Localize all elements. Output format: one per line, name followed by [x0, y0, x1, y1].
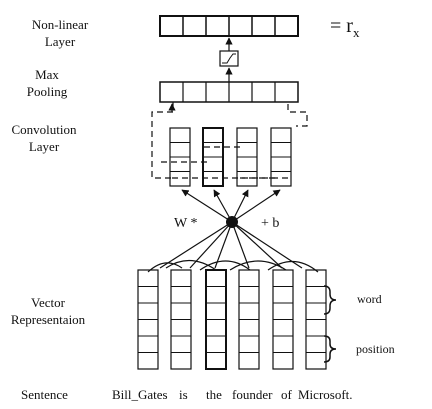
- maxpool-label-line1: Max: [35, 67, 59, 82]
- input-arcs: [147, 259, 319, 273]
- maxpool-label-line2: Pooling: [26, 84, 68, 99]
- nonlinear-vector: [159, 15, 299, 37]
- vector-label-line2: Representaion: [10, 312, 86, 327]
- word-vector: [238, 269, 260, 370]
- output-representation: = rx: [330, 15, 359, 41]
- weight-label: W *: [174, 216, 198, 231]
- word-vector: [170, 269, 192, 370]
- nonlinear-layer-label: Non-linear Layer: [0, 16, 120, 50]
- position-embedding-label: position: [356, 342, 395, 356]
- word-vector: [305, 269, 327, 370]
- sentence-word: Bill_Gates: [112, 387, 168, 402]
- word-vectors: [137, 269, 327, 370]
- sentence-word: the: [206, 387, 222, 402]
- conv-feature-map: [202, 127, 224, 187]
- output-subscript: x: [352, 25, 360, 40]
- maxpool-label: Max Pooling: [0, 66, 107, 100]
- conv-feature-map: [169, 127, 191, 187]
- vector-label-line1: Vector: [31, 295, 65, 310]
- input-to-node-lines: [159, 221, 303, 269]
- word-vector: [137, 269, 159, 370]
- sentence-label: Sentence: [21, 387, 68, 402]
- conv-feature-map: [270, 127, 292, 187]
- sentence-word: of: [281, 387, 292, 402]
- word-vector: [205, 269, 227, 370]
- word-embedding-label: word: [357, 292, 382, 306]
- position-brace: [323, 335, 337, 363]
- activation-function-box: [219, 50, 239, 67]
- nonlinear-label-line1: Non-linear: [31, 17, 89, 32]
- conv-feature-map: [236, 127, 258, 187]
- output-equation: = r: [330, 15, 353, 37]
- sentence-word: Microsoft.: [298, 387, 353, 402]
- conv-label-line1: Convolution: [11, 122, 77, 137]
- maxpool-vector: [159, 81, 299, 103]
- convolution-layer-label: Convolution Layer: [0, 121, 104, 155]
- sentence-word: is: [179, 387, 188, 402]
- pooling-connections: [151, 102, 308, 179]
- conv-label-line2: Layer: [28, 139, 60, 154]
- convolution-feature-maps: [169, 127, 292, 187]
- nonlinear-label-line2: Layer: [44, 34, 76, 49]
- word-vector: [272, 269, 294, 370]
- vector-representation-label: Vector Representaion: [0, 294, 108, 328]
- sentence-word: founder: [232, 387, 273, 402]
- bias-label: + b: [261, 216, 280, 231]
- word-brace: [323, 285, 337, 315]
